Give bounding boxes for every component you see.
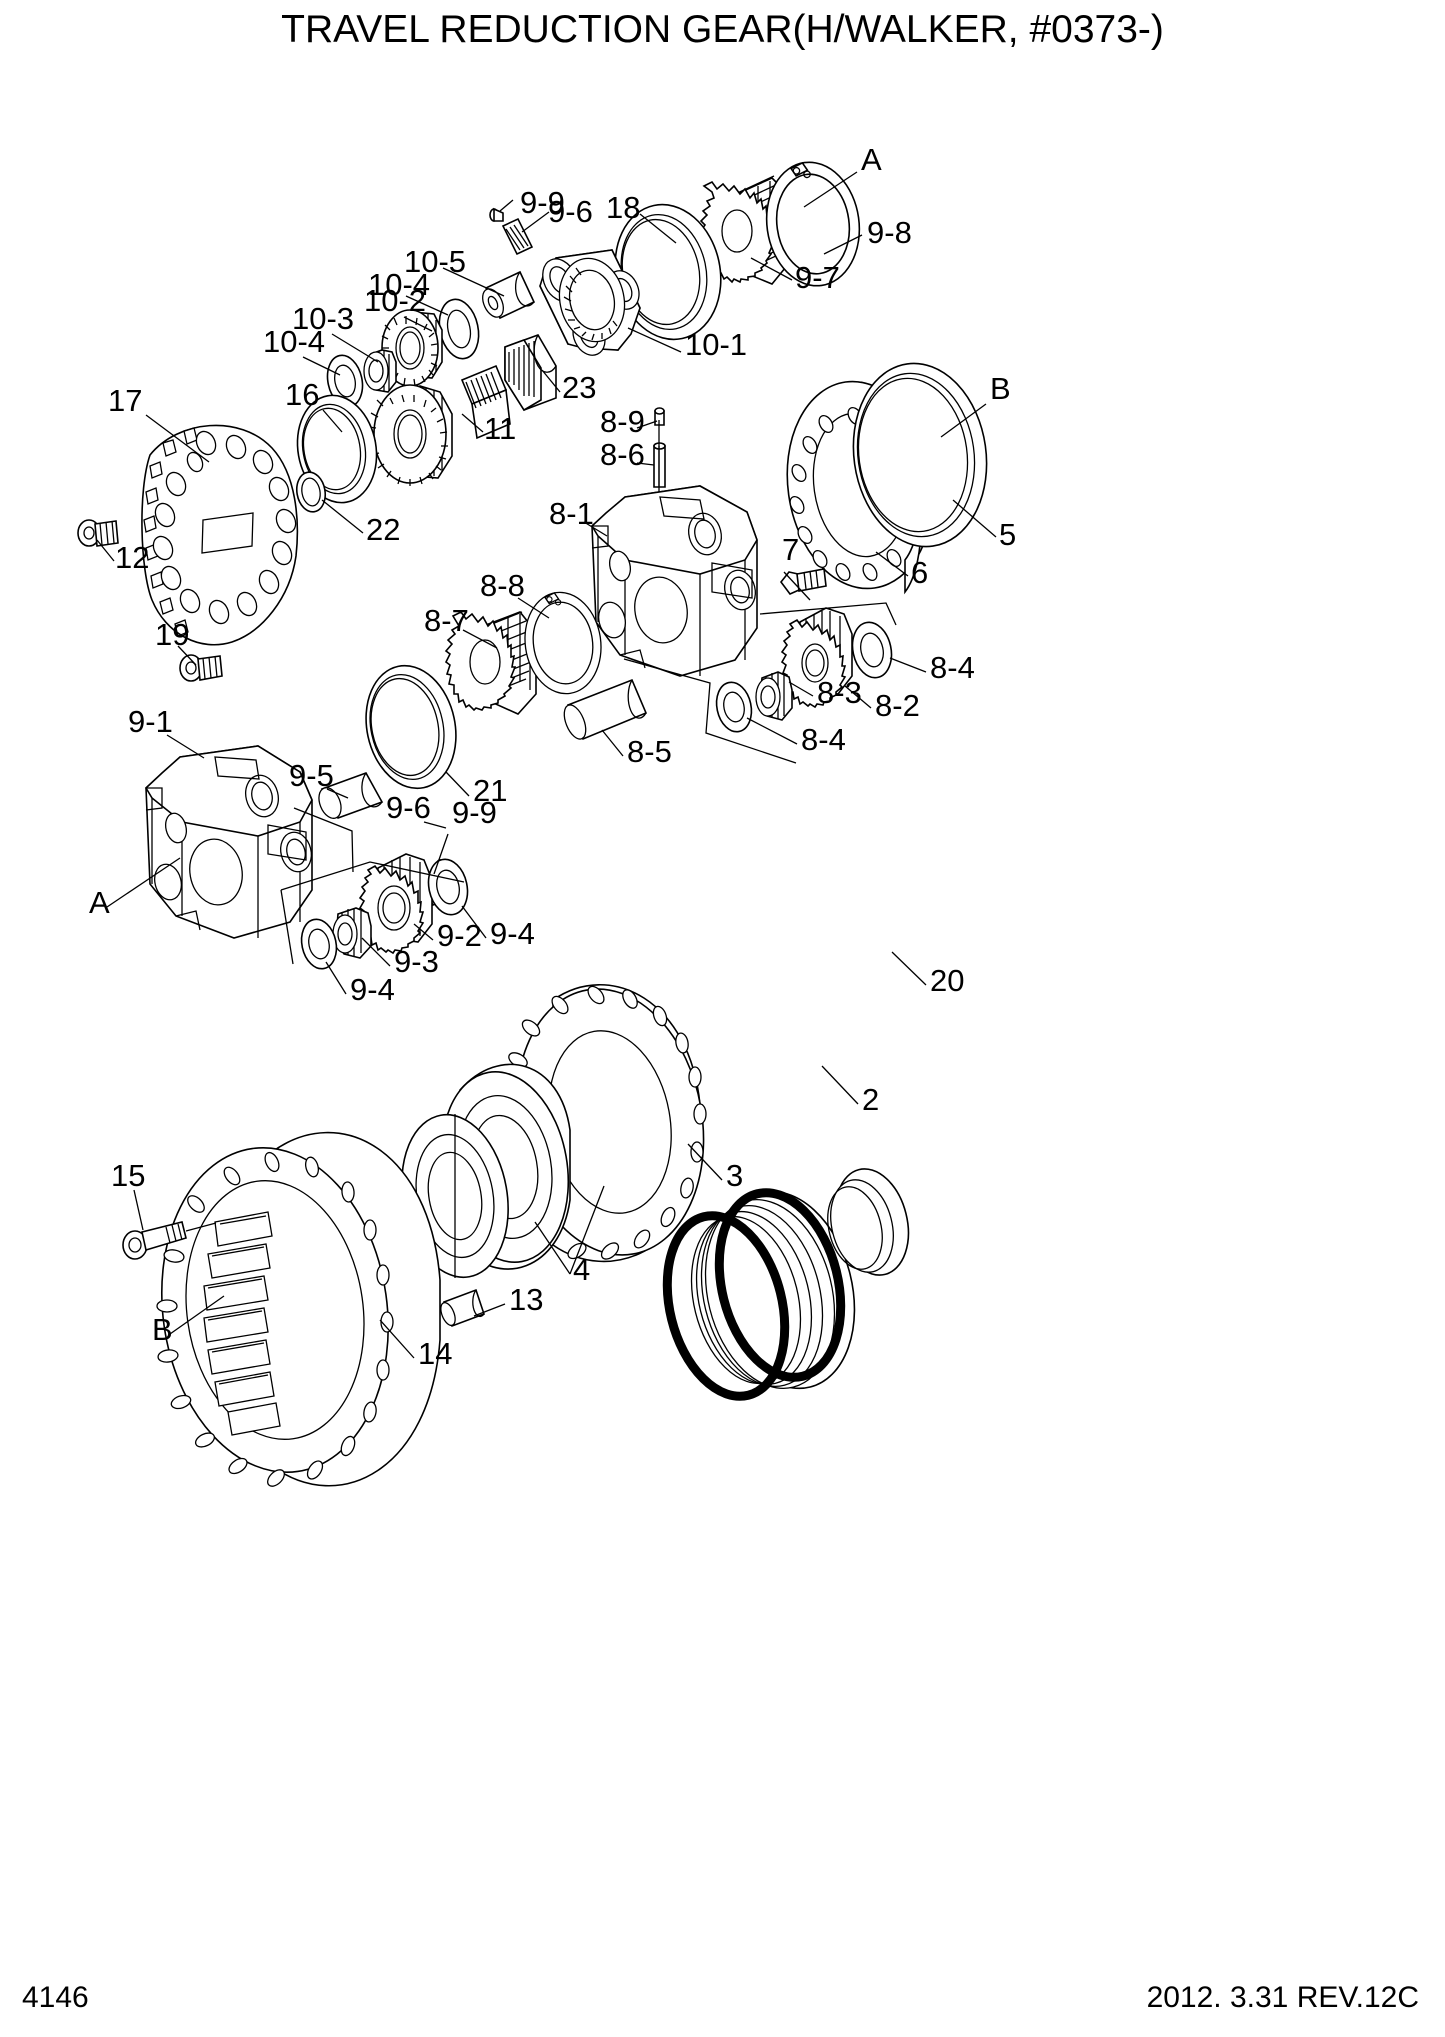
part-8-4-washer-left	[715, 681, 753, 733]
callout-9-2: 9-2	[437, 918, 482, 953]
part-8-3-pinion	[755, 671, 793, 721]
part-14-ring-gear	[156, 1131, 441, 1487]
part-3-hub	[401, 984, 707, 1279]
part-15-bolt	[122, 1221, 217, 1260]
callout-3: 3	[726, 1158, 743, 1193]
part-8-5-shaft	[563, 678, 648, 741]
part-8-9-pin	[654, 407, 665, 426]
callout-21: 21	[473, 773, 507, 808]
callout-9-1: 9-1	[128, 704, 173, 739]
part-19-bolt	[179, 654, 223, 682]
page-title: TRAVEL REDUCTION GEAR(H/WALKER, #0373-)	[281, 8, 1164, 51]
footer-revision: 2012. 3.31 REV.12C	[1146, 1981, 1419, 2014]
callout-8-1: 8-1	[549, 496, 594, 531]
part-gear-large-left	[368, 384, 453, 486]
callout-10-2: 10-2	[364, 283, 426, 318]
footer-page-number: 4146	[22, 1981, 89, 2014]
callout-B: B	[152, 1312, 173, 1347]
part-8-2-gear	[780, 607, 853, 709]
callout-9-6: 9-6	[386, 790, 431, 825]
callout-4: 4	[573, 1252, 590, 1287]
part-9-6-roller-top	[501, 217, 534, 256]
callout-10-3: 10-3	[292, 301, 354, 336]
callout-8-8: 8-8	[480, 568, 525, 603]
part-8-1-housing	[590, 485, 758, 677]
callout-8-6: 8-6	[600, 437, 645, 472]
callout-18: 18	[606, 190, 640, 225]
part-22-ring	[295, 471, 327, 513]
callout-13: 13	[509, 1282, 543, 1317]
part-9-2-gear	[358, 853, 433, 955]
part-8-4-washer-right	[851, 621, 893, 679]
leader-lines	[96, 171, 997, 1359]
callout-8-2: 8-2	[875, 688, 920, 723]
callout-9-8: 9-8	[867, 215, 912, 250]
callout-5: 5	[999, 517, 1016, 552]
callout-10-4: 10-4	[263, 324, 325, 359]
callout-12: 12	[115, 540, 149, 575]
part-7-bolt	[779, 568, 827, 595]
part-21-oring	[365, 664, 457, 790]
part-23-coupling	[504, 334, 557, 412]
part-8-7-gear	[444, 610, 537, 715]
part-12-bolt	[77, 519, 119, 547]
callout-B: B	[990, 371, 1011, 406]
callout-23: 23	[562, 370, 596, 405]
part-9-3-pinion	[332, 907, 372, 959]
callout-9-6: 9-6	[548, 194, 593, 229]
part-9-1-housing	[144, 745, 313, 939]
callout-11: 11	[484, 411, 516, 446]
callout-14: 14	[418, 1336, 452, 1371]
part-9-5-bushing	[318, 772, 384, 819]
part-9-4-washer-right	[427, 858, 469, 916]
callout-10-4: 10-4	[368, 267, 430, 302]
part-17-cover-plate	[141, 424, 299, 646]
callout-9-7: 9-7	[795, 260, 840, 295]
callout-7: 7	[782, 532, 799, 567]
part-10-4-washer-upper	[438, 298, 480, 360]
callout-2: 2	[862, 1082, 879, 1117]
callout-9-4: 9-4	[490, 916, 535, 951]
callout-6: 6	[911, 555, 928, 590]
callout-8-9: 8-9	[600, 404, 645, 439]
callout-8-3: 8-3	[817, 675, 862, 710]
part-2-floating-seal	[662, 1188, 856, 1401]
callout-9-4: 9-4	[350, 972, 395, 1007]
part-10-5-bushing	[482, 270, 536, 320]
part-18-oring	[614, 203, 722, 341]
part-10-1-carrier	[539, 249, 641, 356]
callout-A: A	[89, 885, 110, 920]
callout-10-1: 10-1	[685, 327, 747, 362]
callout-A: A	[861, 142, 882, 177]
part-9-4-washer-left	[300, 918, 338, 970]
callout-17: 17	[108, 383, 142, 418]
callout-19: 19	[155, 617, 189, 652]
callout-9-5: 9-5	[289, 758, 334, 793]
part-11-shaft	[460, 364, 511, 440]
part-13-pin	[440, 1288, 486, 1328]
callout-16: 16	[285, 377, 319, 412]
callout-20: 20	[930, 963, 964, 998]
callout-9-9: 9-9	[520, 185, 565, 220]
callout-10-5: 10-5	[404, 244, 466, 279]
callout-8-7: 8-7	[424, 603, 469, 638]
callout-8-5: 8-5	[627, 734, 672, 769]
callout-9-9: 9-9	[452, 795, 497, 830]
part-9-9-pin-top	[489, 207, 504, 222]
callout-8-4: 8-4	[930, 650, 975, 685]
callout-15: 15	[111, 1158, 145, 1193]
callout-22: 22	[366, 512, 400, 547]
callout-8-4: 8-4	[801, 722, 846, 757]
part-10-2-gear	[381, 309, 443, 387]
callout-9-3: 9-3	[394, 944, 439, 979]
part-20-seal	[827, 1168, 910, 1276]
